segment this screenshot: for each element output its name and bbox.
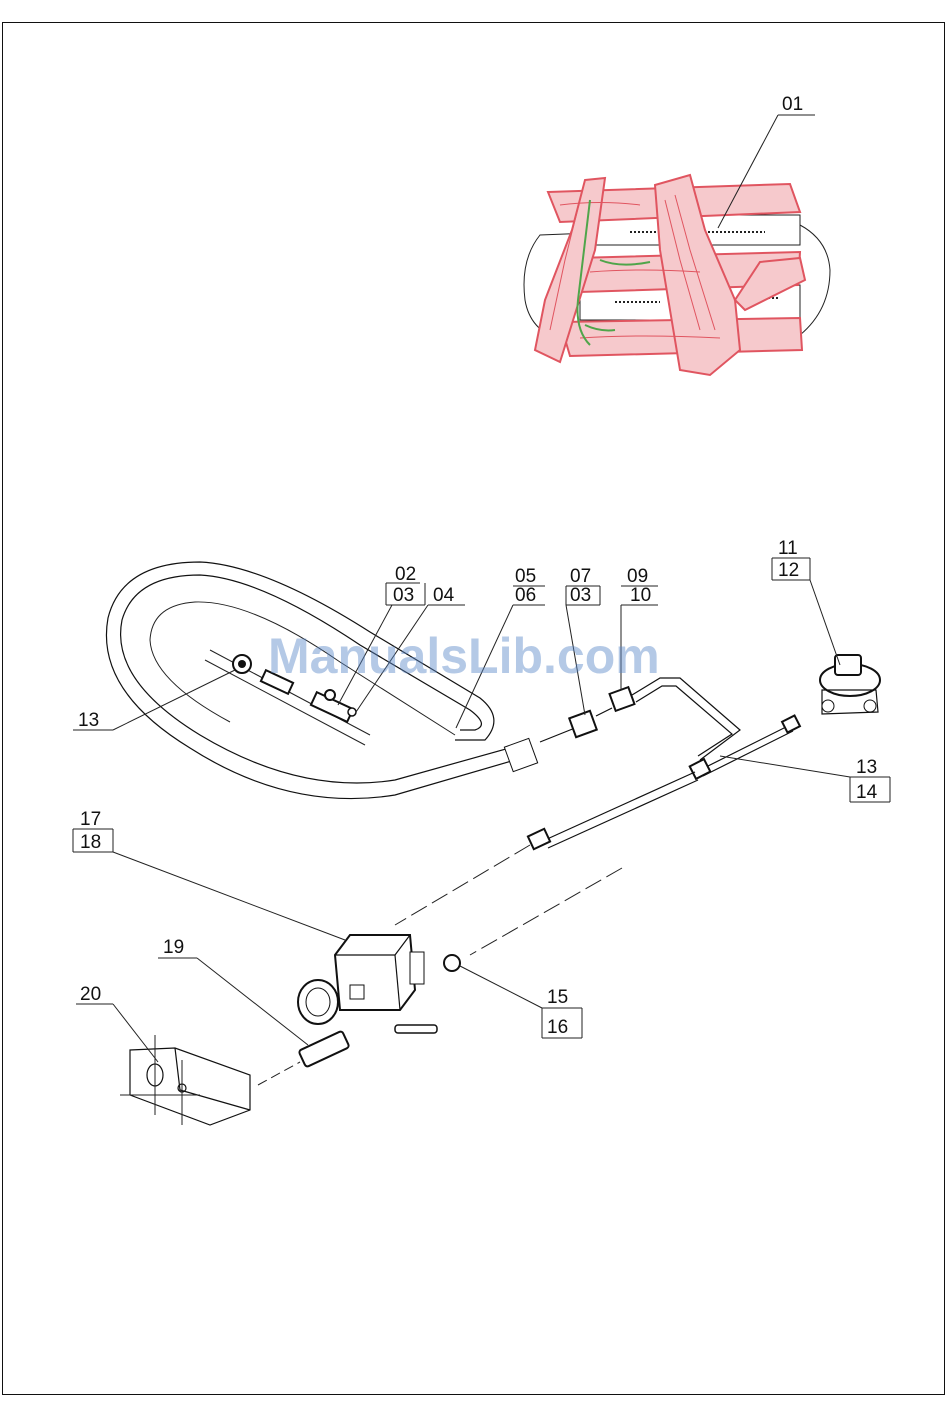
fittings <box>540 678 740 760</box>
callout-19: 19 <box>163 937 184 958</box>
callout-20: 20 <box>80 984 101 1005</box>
callout-07: 07 <box>570 566 591 587</box>
callout-17: 17 <box>80 809 101 830</box>
gas-valve <box>298 935 460 1033</box>
watermark: ManualsLib.com <box>268 628 660 684</box>
callout-12: 12 <box>778 560 799 581</box>
callout-02: 02 <box>395 564 416 585</box>
callout-09: 09 <box>627 566 648 587</box>
callout-16: 16 <box>547 1017 568 1038</box>
callout-04: 04 <box>433 585 455 606</box>
callout-03a: 03 <box>393 585 414 606</box>
log-set-illustration <box>524 175 830 375</box>
callout-10: 10 <box>630 585 651 606</box>
callout-13-right: 13 <box>856 757 877 778</box>
callout-13-left: 13 <box>78 710 99 731</box>
callout-01: 01 <box>782 94 803 115</box>
callout-11: 11 <box>778 538 798 559</box>
callout-14: 14 <box>856 782 878 803</box>
callout-05: 05 <box>515 566 536 587</box>
callout-15: 15 <box>547 987 568 1008</box>
callout-03b: 03 <box>570 585 591 606</box>
callout-06: 06 <box>515 585 536 606</box>
flex-connector <box>395 715 800 955</box>
gas-regulator <box>820 655 880 714</box>
igniter-and-bracket <box>120 1031 350 1125</box>
callout-18: 18 <box>80 832 101 853</box>
